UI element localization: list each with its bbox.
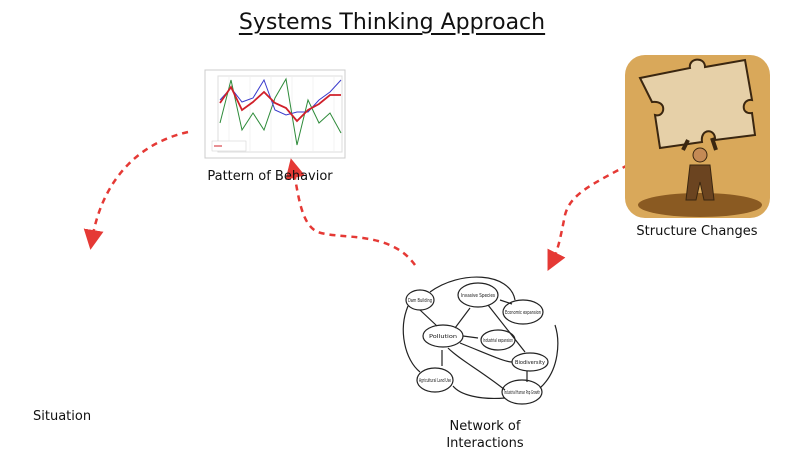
node-agricultural-land-use: Agricultural Land Use xyxy=(419,378,451,384)
network-node-labels: Dam Building Invasive Species Economic e… xyxy=(408,293,545,396)
label-network-line1: Network of xyxy=(449,419,521,434)
node-dam-building: Dam Building xyxy=(408,298,432,304)
label-network-of-interactions: Network of Interactions xyxy=(410,418,560,452)
network-interactions-image xyxy=(402,276,559,405)
arrow-structure-to-network xyxy=(547,163,629,271)
label-network-line2: Interactions xyxy=(446,436,524,451)
node-economic-expansion: Economic expansion xyxy=(505,310,541,316)
node-biodiversity: Biodiversity xyxy=(515,360,545,366)
arrow-pattern-to-situation xyxy=(83,130,189,250)
label-situation: Situation xyxy=(33,409,92,424)
behavior-chart-image xyxy=(204,69,346,159)
node-pollution: Pollution xyxy=(429,334,457,340)
node-industrial-expansion: Industrial expansion xyxy=(483,338,513,344)
node-human-pop-growth: Industrial Human Pop Growth xyxy=(504,390,540,396)
node-invasive-species: Invasive Species xyxy=(461,293,495,299)
label-pattern-of-behavior: Pattern of Behavior xyxy=(207,169,333,184)
page-title: Systems Thinking Approach xyxy=(238,10,546,35)
label-structure-changes: Structure Changes xyxy=(636,224,758,239)
puzzle-person-image xyxy=(625,55,770,218)
